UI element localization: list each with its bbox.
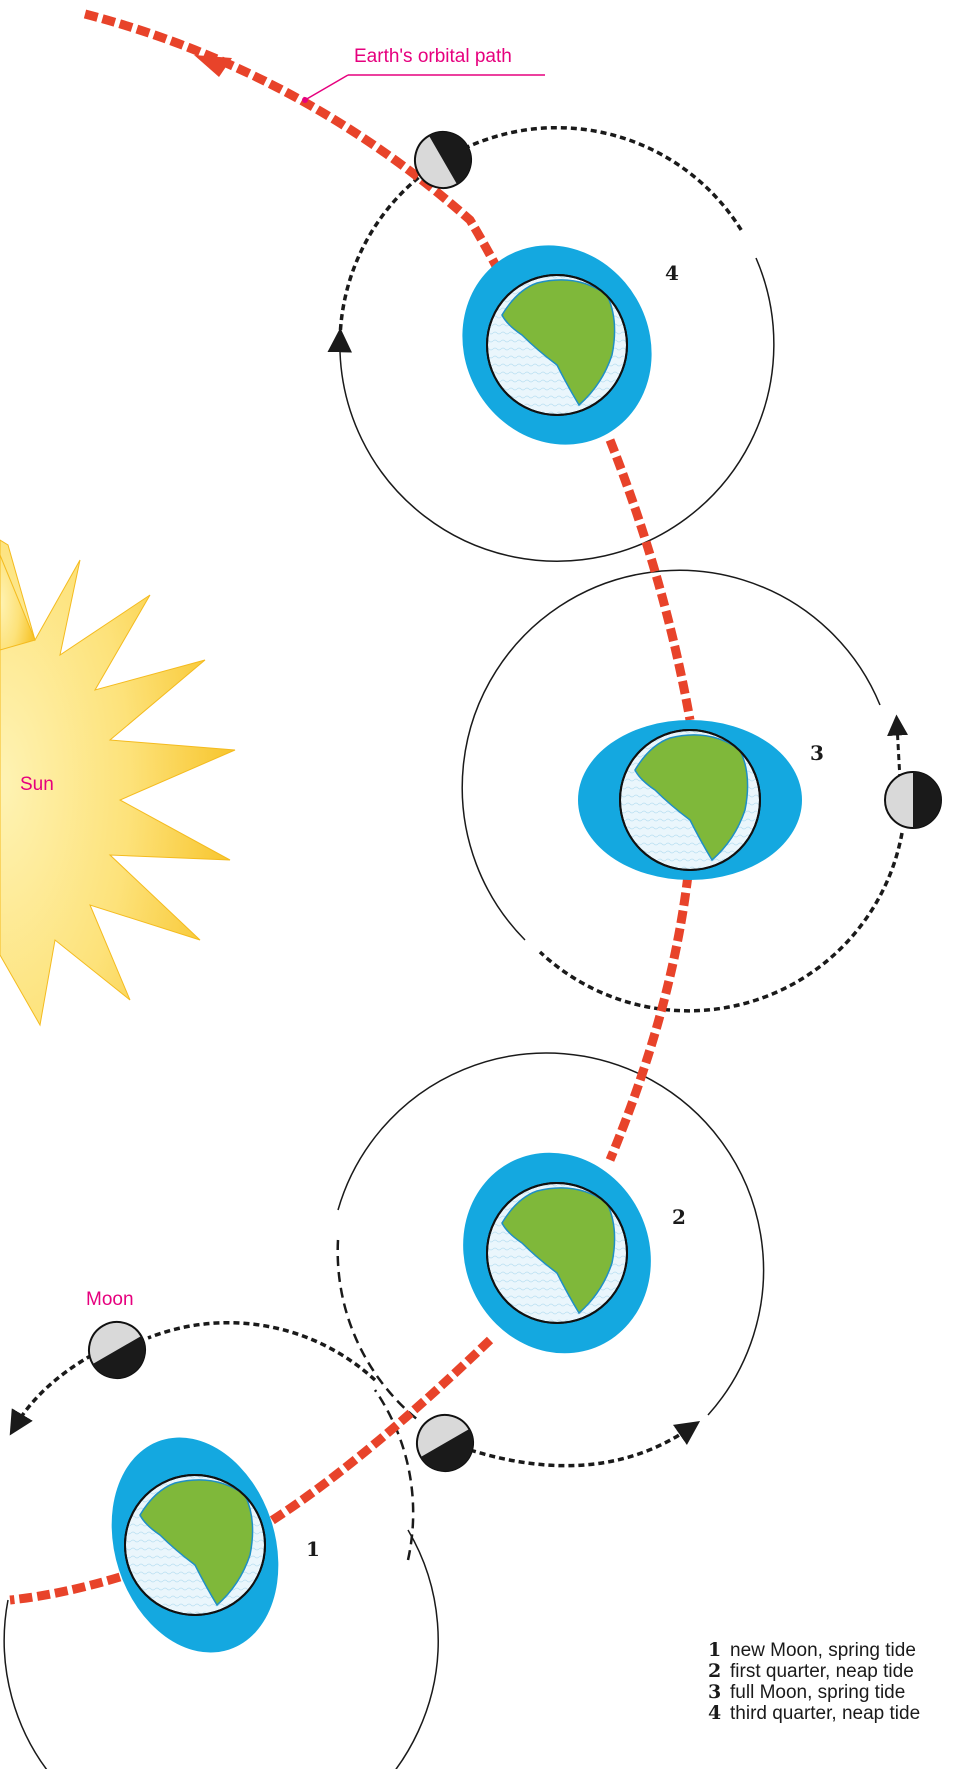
moon-orbit-2: [336, 1052, 765, 1468]
legend-text: third quarter, neap tide: [730, 1703, 921, 1724]
moon-2: [416, 1414, 474, 1472]
earth-outline-3: [619, 729, 761, 871]
legend-text: new Moon, spring tide: [730, 1640, 916, 1661]
position-number-2: 2: [672, 1205, 686, 1229]
moon-3: [884, 771, 942, 829]
earth-4: [462, 245, 652, 445]
legend-number: 3: [708, 1681, 722, 1703]
sun-rays: [0, 539, 236, 1027]
position-number-3: 3: [810, 741, 824, 765]
position-number-4: 4: [665, 261, 679, 285]
legend-number: 4: [708, 1702, 722, 1724]
position-number-1: 1: [306, 1537, 320, 1561]
earth-2: [463, 1152, 651, 1354]
legend-text: full Moon, spring tide: [730, 1682, 906, 1703]
moon-1: [88, 1321, 146, 1379]
moon-4: [414, 131, 472, 189]
legend-item: 3 full Moon, spring tide: [708, 1681, 962, 1704]
earth-outline-1: [124, 1474, 266, 1616]
legend-text: first quarter, neap tide: [730, 1661, 914, 1682]
legend-item: 2 first quarter, neap tide: [708, 1660, 962, 1683]
sun-top-ray: [0, 554, 36, 651]
moon-orbit-1: [3, 1320, 439, 1769]
legend-number: 2: [708, 1660, 722, 1682]
earth-3: [578, 720, 802, 880]
legend-item: 4 third quarter, neap tide: [708, 1702, 962, 1725]
earth-1: [111, 1437, 279, 1653]
sun-label: Sun: [20, 774, 54, 795]
moon-orbit-4: [327, 125, 775, 562]
earth-outline-4: [486, 274, 628, 416]
orbital-path-label: Earth's orbital path: [354, 46, 512, 67]
legend: 1 new Moon, spring tide 2 first quarter, n…: [708, 1639, 962, 1725]
legend-number: 1: [708, 1639, 722, 1661]
moon-orbit-3: [461, 569, 909, 1013]
sun: Sun: [0, 539, 236, 1027]
legend-item: 1 new Moon, spring tide: [708, 1639, 962, 1662]
orbital-path-arrowhead: [194, 55, 232, 77]
earth-outline-2: [486, 1182, 628, 1324]
moon-label: Moon: [86, 1289, 134, 1310]
orbital-path-callout: Earth's orbital path: [302, 46, 545, 103]
